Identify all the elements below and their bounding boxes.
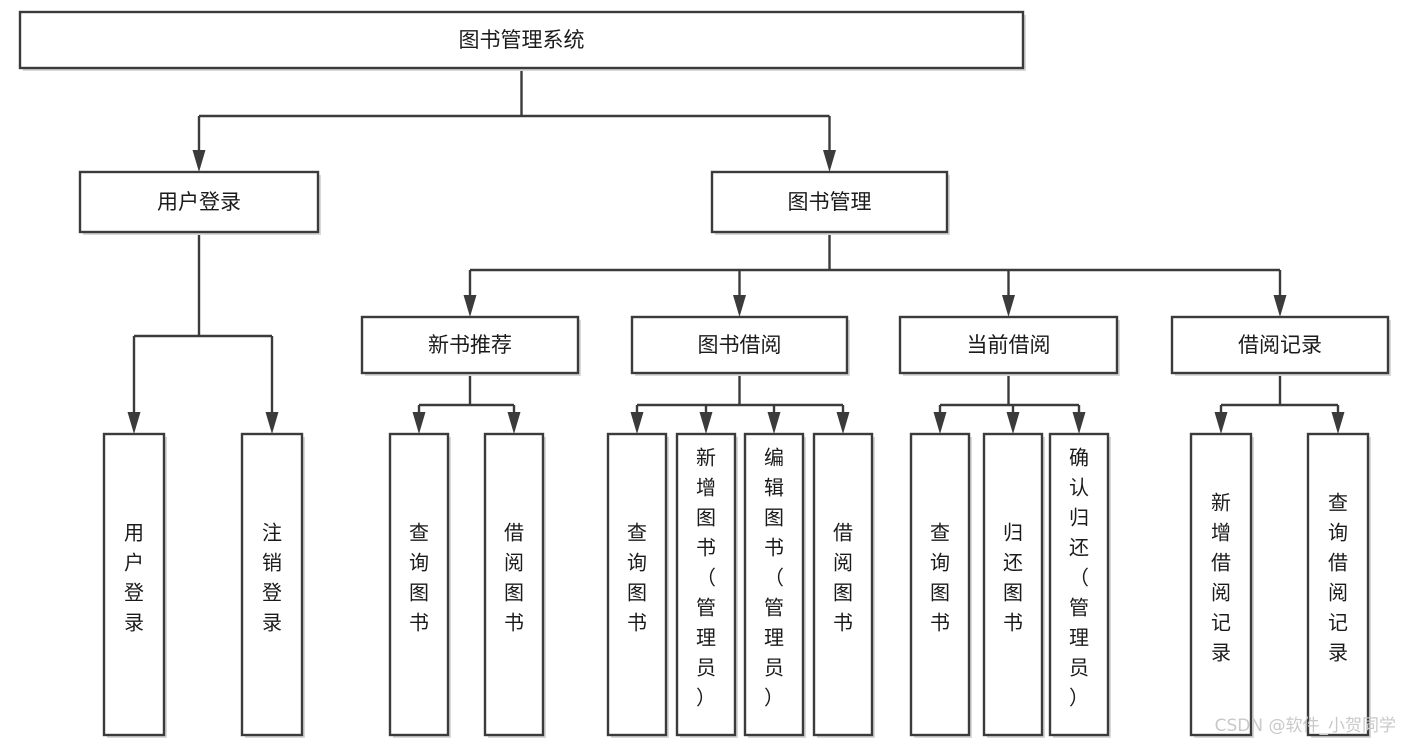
leaf-当前借阅-归还图书-1-arrowhead [1006,412,1020,434]
node-leaf-用户登录-用户登录-0-box[interactable] [102,432,166,737]
leaf-图书借阅-查询图书-0-arrowhead [630,412,644,434]
node-root-图书管理系统-label: 图书管理系统 [459,28,585,52]
level1-用户登录-arrowhead [192,150,206,172]
node-layer: 图书管理系统用户登录图书管理新书推荐图书借阅当前借阅借阅记录用户登录注销登录查询… [18,10,1391,738]
leaf-新书推荐-借阅图书-1-arrowhead [507,412,521,434]
node-leaf-新书推荐-查询图书-0-box[interactable] [388,432,450,737]
leaf-图书借阅-借阅图书-3-arrowhead [836,412,850,434]
node-leaf-当前借阅-确认归还管理员-2-box[interactable] [1048,432,1110,737]
node-leaf-当前借阅-查询图书-0-box[interactable] [909,432,971,737]
node-leaf-当前借阅-确认归还管理员-2[interactable]: 确认归还（管理员） [1048,432,1111,738]
node-leaf-新书推荐-借阅图书-1[interactable]: 借阅图书 [483,432,546,738]
leaf-借阅记录-新增借阅记录-0-arrowhead [1214,412,1228,434]
node-level2-新书推荐-box[interactable] [360,315,580,375]
node-leaf-借阅记录-新增借阅记录-0-label: 新增借阅记录 [1211,491,1231,665]
node-leaf-当前借阅-归还图书-1[interactable]: 归还图书 [982,432,1045,738]
node-leaf-用户登录-注销登录-1-box[interactable] [240,432,304,737]
node-leaf-图书借阅-借阅图书-3[interactable]: 借阅图书 [812,432,875,738]
leaf-图书借阅-新增图书管理员-1-arrowhead [699,412,713,434]
node-leaf-新书推荐-查询图书-0-label: 查询图书 [409,521,429,635]
node-leaf-新书推荐-查询图书-0[interactable]: 查询图书 [388,432,451,738]
node-level2-当前借阅-label: 当前借阅 [967,333,1051,357]
node-level2-借阅记录[interactable]: 借阅记录 [1170,315,1391,376]
leaf-图书借阅-编辑图书管理员-2-arrowhead [767,412,781,434]
node-leaf-图书借阅-新增图书管理员-1-label: 新增图书（管理员） [696,446,716,710]
node-leaf-图书借阅-新增图书管理员-1-box[interactable] [675,432,737,737]
node-leaf-图书借阅-借阅图书-3-label: 借阅图书 [833,521,853,635]
node-leaf-图书借阅-借阅图书-3-box[interactable] [812,432,874,737]
node-leaf-图书借阅-编辑图书管理员-2-box[interactable] [743,432,805,737]
node-level1-图书管理-label: 图书管理 [788,190,872,214]
leaf-当前借阅-查询图书-0-arrowhead [933,412,947,434]
node-level1-用户登录[interactable]: 用户登录 [78,170,321,235]
level2-当前借阅-arrowhead [1002,295,1015,317]
node-leaf-图书借阅-新增图书管理员-1[interactable]: 新增图书（管理员） [675,432,738,738]
node-leaf-图书借阅-查询图书-0-box[interactable] [606,432,668,737]
node-level2-当前借阅-box[interactable] [898,315,1119,375]
leaf-用户登录-注销登录-1-arrowhead [265,412,279,434]
node-leaf-图书借阅-查询图书-0[interactable]: 查询图书 [606,432,669,738]
node-level2-图书借阅-box[interactable] [630,315,849,375]
node-leaf-图书借阅-编辑图书管理员-2-label: 编辑图书（管理员） [764,446,784,710]
node-level2-图书借阅-label: 图书借阅 [698,333,782,357]
leaf-新书推荐-查询图书-0-arrowhead [412,412,426,434]
level2-图书借阅-arrowhead [733,295,746,317]
node-leaf-用户登录-用户登录-0[interactable]: 用户登录 [102,432,167,738]
node-level2-图书借阅[interactable]: 图书借阅 [630,315,850,376]
node-level2-借阅记录-box[interactable] [1170,315,1390,375]
node-leaf-用户登录-注销登录-1[interactable]: 注销登录 [240,432,305,738]
node-leaf-当前借阅-查询图书-0-label: 查询图书 [930,521,950,635]
level2-新书推荐-arrowhead [463,295,477,317]
node-leaf-图书借阅-编辑图书管理员-2[interactable]: 编辑图书（管理员） [743,432,806,738]
node-level2-新书推荐-label: 新书推荐 [428,333,512,357]
node-leaf-用户登录-用户登录-0-label: 用户登录 [124,521,144,635]
node-leaf-图书借阅-查询图书-0-label: 查询图书 [627,521,647,635]
node-leaf-当前借阅-归还图书-1-box[interactable] [982,432,1044,737]
leaf-当前借阅-确认归还管理员-2-arrowhead [1072,412,1086,434]
node-root-图书管理系统-box[interactable] [18,10,1025,70]
node-leaf-借阅记录-查询借阅记录-1[interactable]: 查询借阅记录 [1306,432,1371,738]
node-level2-借阅记录-label: 借阅记录 [1238,333,1322,357]
node-leaf-新书推荐-借阅图书-1-label: 借阅图书 [504,521,524,635]
node-leaf-借阅记录-查询借阅记录-1-label: 查询借阅记录 [1328,491,1348,665]
node-leaf-用户登录-注销登录-1-label: 注销登录 [262,521,282,635]
node-level1-图书管理-box[interactable] [710,170,949,234]
node-level1-用户登录-label: 用户登录 [157,190,241,214]
node-leaf-借阅记录-新增借阅记录-0[interactable]: 新增借阅记录 [1189,432,1254,738]
node-leaf-新书推荐-借阅图书-1-box[interactable] [483,432,545,737]
node-root-图书管理系统[interactable]: 图书管理系统 [18,10,1026,71]
node-leaf-当前借阅-确认归还管理员-2-label: 确认归还（管理员） [1069,446,1089,710]
connector-layer [127,68,1345,434]
leaf-借阅记录-查询借阅记录-1-arrowhead [1331,412,1345,434]
watermark-label: CSDN @软件_小贺同学 [1215,716,1396,736]
node-level2-新书推荐[interactable]: 新书推荐 [360,315,581,376]
level2-借阅记录-arrowhead [1273,295,1287,317]
node-level2-当前借阅[interactable]: 当前借阅 [898,315,1120,376]
node-leaf-借阅记录-新增借阅记录-0-box[interactable] [1189,432,1253,737]
level1-图书管理-arrowhead [823,150,836,172]
leaf-用户登录-用户登录-0-arrowhead [127,412,141,434]
node-level1-用户登录-box[interactable] [78,170,320,234]
node-level1-图书管理[interactable]: 图书管理 [710,170,950,235]
node-leaf-借阅记录-查询借阅记录-1-box[interactable] [1306,432,1370,737]
node-leaf-当前借阅-归还图书-1-label: 归还图书 [1003,521,1023,635]
node-leaf-当前借阅-查询图书-0[interactable]: 查询图书 [909,432,972,738]
